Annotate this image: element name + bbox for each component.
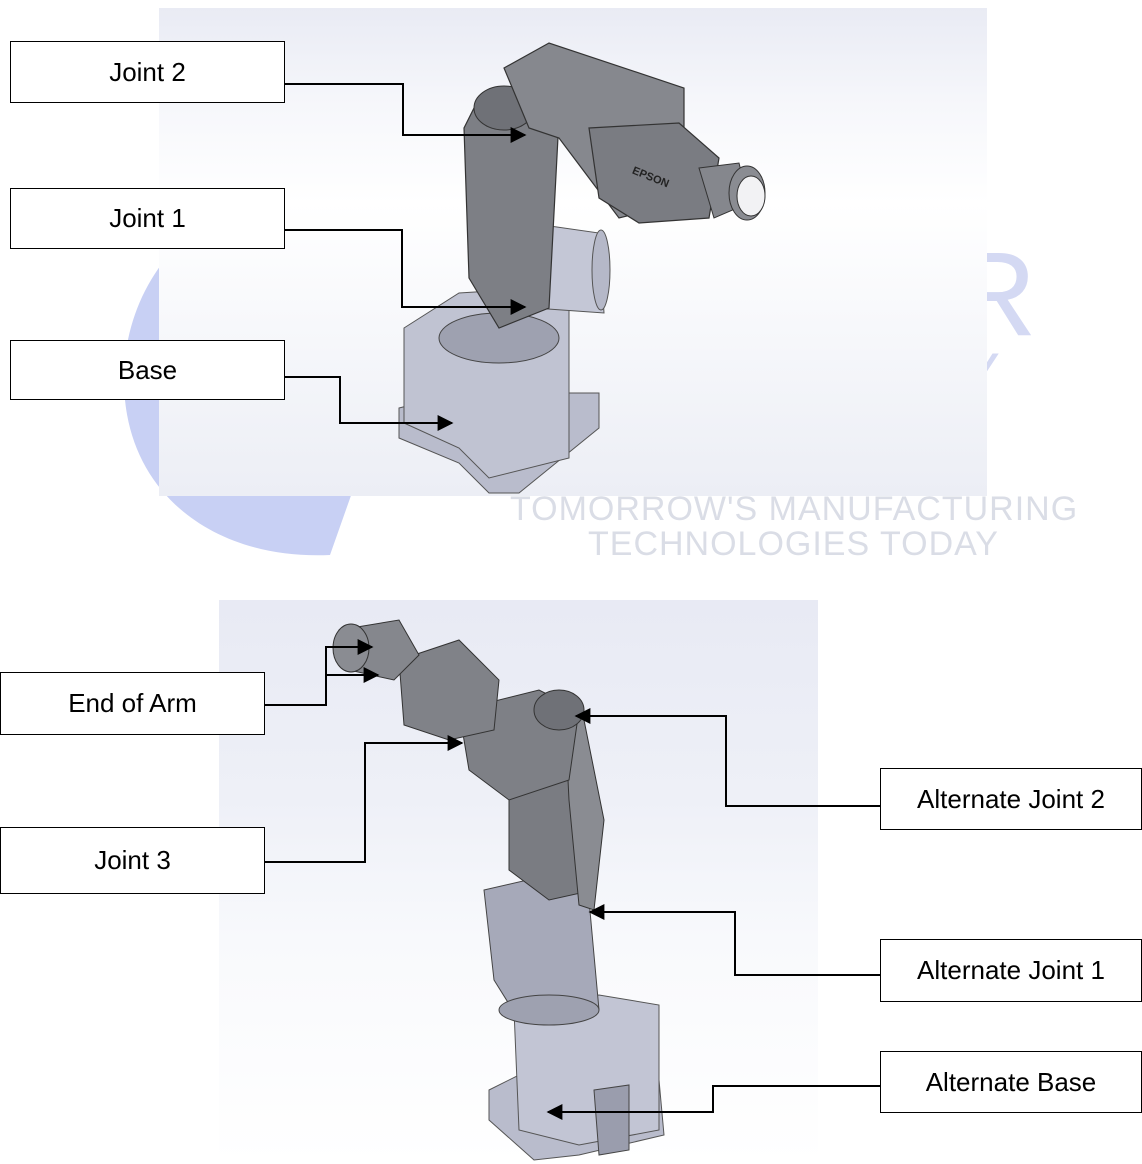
leader-alt-base (546, 1085, 880, 1120)
leader-joint2 (285, 83, 527, 143)
label-joint-1: Joint 1 (10, 188, 285, 249)
label-joint-3: Joint 3 (0, 827, 265, 894)
label-base: Base (10, 340, 285, 400)
bottom-robot-connector-panel (593, 1084, 630, 1156)
label-end-of-arm: End of Arm (0, 672, 265, 735)
bottom-robot-panel (219, 600, 818, 1164)
bottom-robot-illustration (332, 619, 665, 1161)
label-alternate-base: Alternate Base (880, 1051, 1142, 1113)
label-joint-2: Joint 2 (10, 41, 285, 103)
watermark-text-line1: TOMORROW'S MANUFACTURING (510, 490, 1079, 528)
leader-base (285, 376, 454, 431)
leader-joint1 (285, 229, 527, 315)
top-robot-forearm (588, 122, 720, 224)
leader-alt-joint2 (574, 708, 880, 807)
watermark-text-line2: TECHNOLOGIES TODAY (588, 525, 999, 563)
bottom-robot-forearm (398, 639, 500, 741)
label-alternate-joint-1: Alternate Joint 1 (880, 939, 1142, 1002)
label-alternate-joint-2: Alternate Joint 2 (880, 768, 1142, 830)
leader-joint3 (265, 735, 464, 863)
leader-end-of-arm-2 (325, 667, 380, 705)
leader-alt-joint1 (588, 904, 880, 976)
